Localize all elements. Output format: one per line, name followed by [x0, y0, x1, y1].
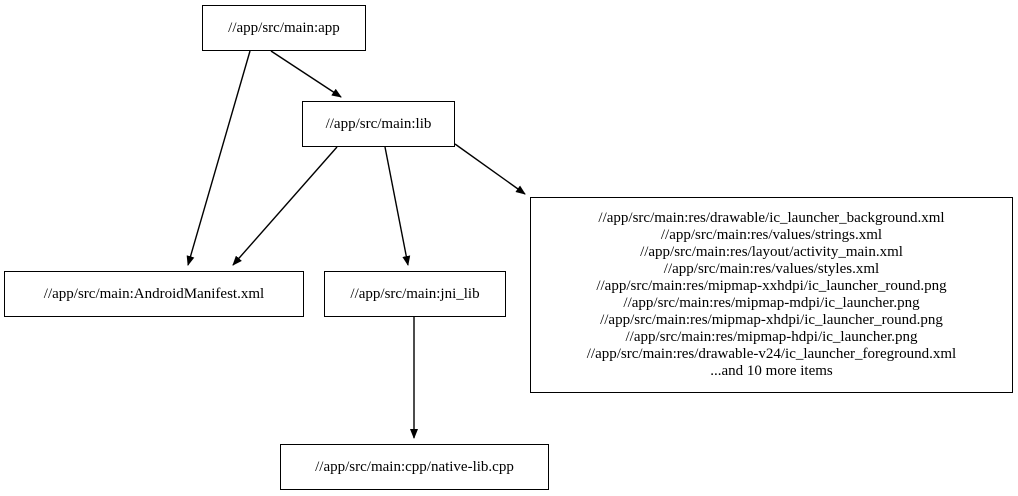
node-jni-lib[interactable]: //app/src/main:jni_lib: [324, 271, 506, 317]
node-res-group-line: //app/src/main:res/values/styles.xml: [663, 261, 880, 277]
node-res-group-line: //app/src/main:res/drawable/ic_launcher_…: [598, 210, 945, 226]
node-res-group-line: //app/src/main:res/mipmap-mdpi/ic_launch…: [623, 295, 920, 311]
node-app[interactable]: //app/src/main:app: [202, 5, 366, 51]
node-res-group-line: //app/src/main:res/mipmap-xhdpi/ic_launc…: [600, 312, 943, 328]
node-lib[interactable]: //app/src/main:lib: [302, 101, 455, 147]
edge-lib-to-manifest: [232, 146, 338, 266]
node-native-lib-cpp[interactable]: //app/src/main:cpp/native-lib.cpp: [280, 444, 549, 490]
node-res-group-line: ...and 10 more items: [710, 363, 833, 379]
node-res-group-line: //app/src/main:res/mipmap-hdpi/ic_launch…: [625, 329, 918, 345]
node-res-group-line: //app/src/main:res/layout/activity_main.…: [640, 244, 903, 260]
node-res-group-line: //app/src/main:res/mipmap-xxhdpi/ic_laun…: [596, 278, 947, 294]
node-jni-lib-label: //app/src/main:jni_lib: [350, 285, 480, 302]
node-android-manifest-label: //app/src/main:AndroidManifest.xml: [43, 285, 265, 302]
node-res-group[interactable]: //app/src/main:res/drawable/ic_launcher_…: [530, 197, 1013, 393]
node-app-label: //app/src/main:app: [228, 19, 340, 36]
node-native-lib-cpp-label: //app/src/main:cpp/native-lib.cpp: [315, 458, 514, 475]
node-res-group-line: //app/src/main:res/values/strings.xml: [660, 227, 883, 243]
node-res-group-line: //app/src/main:res/drawable-v24/ic_launc…: [586, 346, 957, 362]
node-android-manifest[interactable]: //app/src/main:AndroidManifest.xml: [4, 271, 304, 317]
node-lib-label: //app/src/main:lib: [325, 115, 432, 132]
edge-app-to-manifest: [186, 50, 251, 266]
edge-lib-to-res_group: [454, 143, 526, 195]
edge-app-to-lib: [270, 50, 342, 98]
edge-lib-to-jni_lib: [384, 146, 411, 266]
